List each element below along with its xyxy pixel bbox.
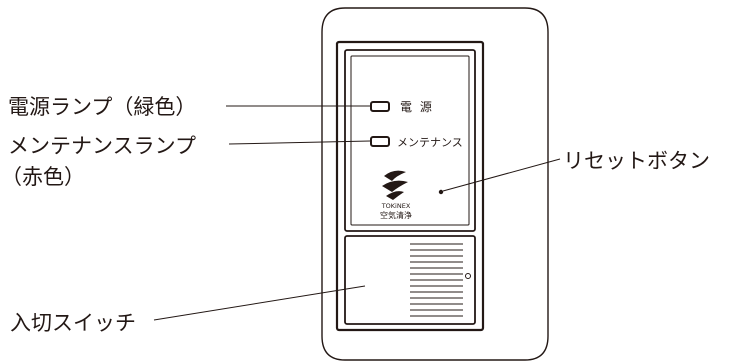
power-switch-callout: 入切スイッチ: [10, 311, 136, 335]
reset-button-leader-line: [442, 158, 561, 192]
maintenance-lamp-callout: メンテナンスランプ: [8, 134, 196, 158]
reset-button[interactable]: [438, 189, 444, 195]
maintenance-label: メンテナンス: [397, 136, 463, 149]
maintenance-lamp-leader-line: [228, 140, 371, 145]
brand-caption: 空気清浄: [380, 210, 412, 220]
switch-indicator-dot: [465, 273, 471, 279]
brand-logo-icon: [382, 170, 408, 200]
indicator-panel-window: [350, 55, 470, 226]
indicator-panel: [344, 49, 476, 232]
power-lamp-callout: 電源ランプ（緑色）: [8, 95, 196, 119]
power-switch-leader-line: [153, 285, 366, 321]
switch-grip-lines: [410, 243, 463, 317]
reset-button-callout: リセットボタン: [563, 149, 710, 173]
power-label: 電 源: [400, 100, 434, 114]
maintenance-lamp: [370, 136, 390, 147]
power-lamp: [370, 101, 390, 112]
maintenance-lamp-color-callout: （赤色）: [1, 165, 85, 189]
brand-name: TOKiNEX: [381, 202, 411, 210]
